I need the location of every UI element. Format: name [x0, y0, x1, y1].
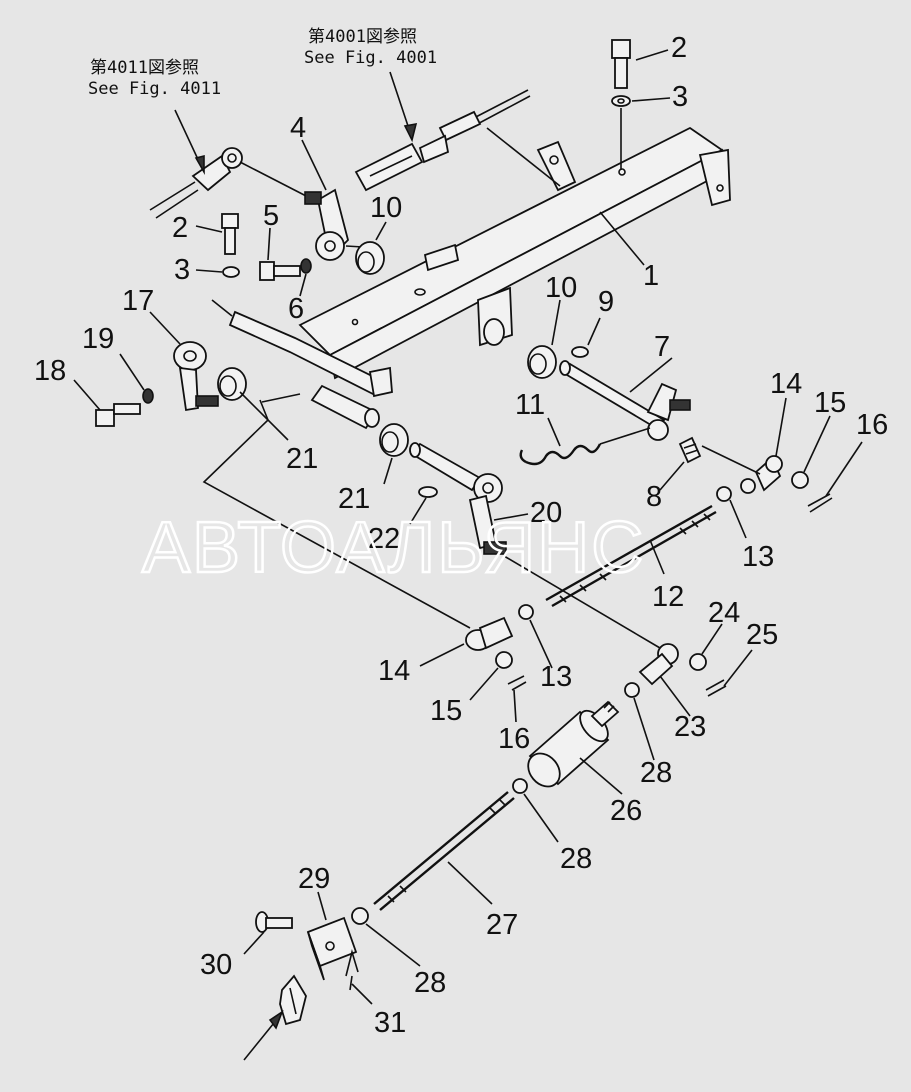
bolt-5: [259, 261, 301, 281]
rod-end-4011: [149, 147, 243, 219]
callout-28-a: 28: [640, 757, 672, 789]
cylinder-26: [527, 700, 620, 788]
nut-24: [689, 653, 707, 671]
callout-21-left: 21: [286, 443, 318, 475]
callout-14-lower: 14: [378, 655, 410, 687]
bolt-18: [95, 403, 141, 427]
callout-1: 1: [643, 260, 659, 292]
callout-20: 20: [530, 497, 562, 529]
bolt-30: [255, 911, 293, 933]
callout-30: 30: [200, 949, 232, 981]
pin-31: [345, 948, 359, 991]
nut-28-b: [512, 778, 528, 794]
washer-3-top: [611, 95, 631, 107]
callout-3-top: 3: [672, 81, 688, 113]
bolt-2-left: [221, 213, 239, 255]
callout-29: 29: [298, 863, 330, 895]
nut-15-upper: [791, 471, 809, 489]
ref-fig-4011-en: See Fig. 4011: [88, 79, 221, 99]
watermark: АВТОАЛЬЯНС: [142, 508, 645, 588]
callout-15-lower: 15: [430, 695, 462, 727]
callout-28-b: 28: [560, 843, 592, 875]
ref-fig-4001-en: See Fig. 4001: [304, 48, 437, 68]
nut-28-a: [624, 682, 640, 698]
callout-28-c: 28: [414, 967, 446, 999]
callout-17: 17: [122, 285, 154, 317]
clevis-29: [306, 916, 358, 981]
callout-22: 22: [368, 523, 400, 555]
callout-11: 11: [515, 389, 545, 421]
shaft-7: [559, 360, 691, 441]
cotter-pin-16-lower: [507, 675, 527, 691]
main-bracket: [211, 126, 731, 398]
callout-19: 19: [82, 323, 114, 355]
callout-15-upper: 15: [814, 387, 846, 419]
callout-23: 23: [674, 711, 706, 743]
washer-6: [300, 258, 312, 274]
cotter-pin-25: [705, 679, 727, 697]
callout-13-lower: 13: [540, 661, 572, 693]
rod-end-23: [638, 643, 679, 686]
nut-8: [678, 436, 702, 464]
rod-12: [545, 504, 717, 608]
callout-27: 27: [486, 909, 518, 941]
rod-end-14-lower: [465, 616, 514, 651]
cotter-pin-16-upper: [807, 493, 833, 513]
callout-2-top: 2: [671, 32, 687, 64]
callout-13-upper: 13: [742, 541, 774, 573]
pin-9: [571, 346, 589, 358]
callout-3-left: 3: [174, 254, 190, 286]
callout-14-upper: 14: [770, 368, 802, 400]
callout-7: 7: [654, 331, 670, 363]
callout-26: 26: [610, 795, 642, 827]
ref-fig-4011-jp: 第4011図参照: [90, 58, 199, 78]
callout-4: 4: [290, 112, 306, 144]
bolt-2-top: [611, 39, 631, 89]
nut-13-upper-b: [716, 486, 732, 502]
washer-19: [142, 388, 154, 404]
rod-end-14-upper: [754, 455, 783, 492]
lever-20: [409, 442, 507, 555]
callout-21-mid: 21: [338, 483, 370, 515]
nut-13-upper-a: [740, 478, 756, 494]
callout-24: 24: [708, 597, 740, 629]
ref-fig-4001-jp: 第4001図参照: [308, 27, 417, 47]
callout-8: 8: [646, 481, 662, 513]
rod-end-17: [173, 341, 219, 412]
washer-3-left: [222, 266, 240, 278]
callout-25: 25: [746, 619, 778, 651]
bushing-10a: [355, 241, 385, 275]
callout-6: 6: [288, 293, 304, 325]
callout-16-lower: 16: [498, 723, 530, 755]
pin-22: [418, 486, 438, 498]
callout-18: 18: [34, 355, 66, 387]
fork: [279, 974, 307, 1026]
callout-10-mid: 10: [545, 272, 577, 304]
lever-4: [304, 188, 350, 261]
cable-4001: [354, 89, 531, 192]
spring-11: [519, 427, 651, 466]
callout-9: 9: [598, 286, 614, 318]
callout-10-top: 10: [370, 192, 402, 224]
nut-28-c: [351, 907, 369, 925]
nut-15-lower: [495, 651, 513, 669]
callout-2-left: 2: [172, 212, 188, 244]
rod-27: [373, 791, 515, 911]
callout-16-upper: 16: [856, 409, 888, 441]
callout-5: 5: [263, 200, 279, 232]
nut-13-lower: [518, 604, 534, 620]
callout-12: 12: [652, 581, 684, 613]
callout-31: 31: [374, 1007, 406, 1039]
